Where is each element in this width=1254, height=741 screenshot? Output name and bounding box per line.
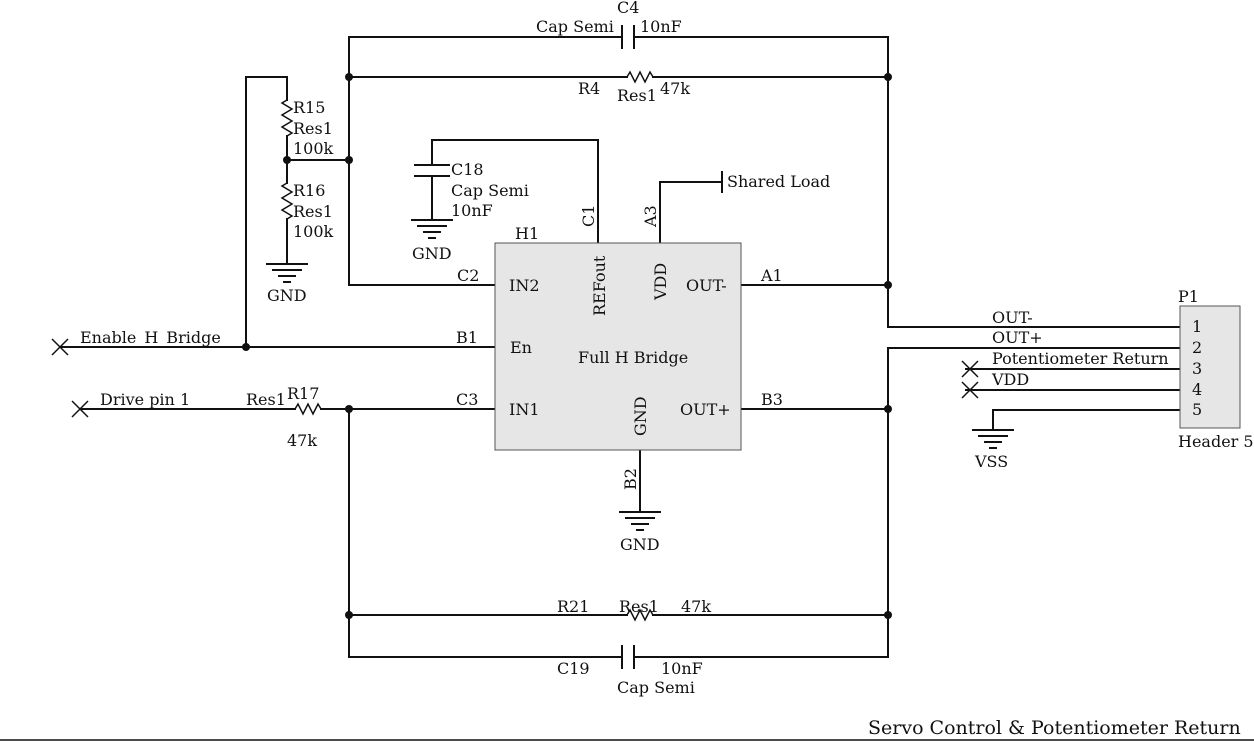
r21-value: 47k xyxy=(681,597,711,616)
c19-value: 10nF xyxy=(661,659,703,678)
h1-designator: H1 xyxy=(515,224,539,243)
r16-type: Res1 xyxy=(293,202,333,221)
sheet-title: Servo Control & Potentiometer Return xyxy=(868,717,1241,739)
r17-value: 47k xyxy=(287,431,317,450)
pin-refout: REFout xyxy=(590,255,609,316)
pin-en: En xyxy=(510,338,532,357)
pin-number-c3: C3 xyxy=(456,390,478,409)
c19-type: Cap Semi xyxy=(617,678,695,697)
h1-name: Full H Bridge xyxy=(578,348,688,367)
header-pin-1: 1 xyxy=(1192,317,1202,336)
gnd-label-divider: GND xyxy=(267,286,307,305)
no-connect-vdd xyxy=(961,381,979,399)
pin-number-b1: B1 xyxy=(456,328,478,347)
no-connect-enable xyxy=(51,338,69,356)
h-bridge-body xyxy=(494,242,742,451)
r21-resistor xyxy=(626,608,654,622)
net-label-pot-return: Potentiometer Return xyxy=(992,349,1169,368)
c18-designator: C18 xyxy=(451,160,484,179)
pin-number-c1: C1 xyxy=(579,205,598,227)
gnd-symbol-c18 xyxy=(411,219,453,239)
c4-value: 10nF xyxy=(640,17,682,36)
header-pin-2: 2 xyxy=(1192,338,1202,357)
c18-value: 10nF xyxy=(451,201,493,220)
header-designator: P1 xyxy=(1178,287,1199,306)
wires xyxy=(59,36,1181,658)
port-drive-label: Drive pin 1 xyxy=(100,390,190,409)
r16-resistor xyxy=(280,182,294,220)
r15-resistor xyxy=(280,99,294,137)
pin-gnd: GND xyxy=(631,396,650,436)
pin-number-b3: B3 xyxy=(761,390,783,409)
r17-type: Res1 xyxy=(246,390,286,409)
pin-number-a1: A1 xyxy=(760,266,783,285)
r15-type: Res1 xyxy=(293,119,333,138)
r15-value: 100k xyxy=(293,139,334,158)
header-name: Header 5 xyxy=(1178,432,1254,451)
c19-designator: C19 xyxy=(557,659,590,678)
gnd-symbol-divider xyxy=(266,263,308,283)
pin-in1: IN1 xyxy=(509,400,540,419)
pin-out-plus: OUT+ xyxy=(680,400,731,419)
r4-resistor xyxy=(626,70,654,84)
pin-number-b2: B2 xyxy=(621,468,640,490)
r21-type: Res1 xyxy=(619,597,659,616)
gnd-symbol-chip xyxy=(619,511,661,531)
c4-type: Cap Semi xyxy=(536,17,614,36)
r17-resistor xyxy=(294,402,322,416)
header-pin-3: 3 xyxy=(1192,359,1202,378)
r16-value: 100k xyxy=(293,222,334,241)
shared-load-label: Shared Load xyxy=(727,172,830,191)
r17-designator: R17 xyxy=(287,384,319,403)
header-pin-5: 5 xyxy=(1192,400,1202,419)
r4-designator: R4 xyxy=(578,79,600,98)
c18-capacitor xyxy=(414,164,450,177)
no-connect-drive xyxy=(71,400,89,418)
net-label-out-plus: OUT+ xyxy=(992,328,1043,347)
vss-label: VSS xyxy=(974,452,1008,471)
r4-value: 47k xyxy=(660,79,690,98)
c4-capacitor xyxy=(621,25,635,49)
c19-capacitor xyxy=(621,645,635,669)
pin-out-minus: OUT- xyxy=(686,276,727,295)
header-pin-4: 4 xyxy=(1192,380,1202,399)
r21-designator: R21 xyxy=(557,597,589,616)
pin-in2: IN2 xyxy=(509,276,540,295)
gnd-label-c18: GND xyxy=(412,244,452,263)
net-label-out-minus: OUT- xyxy=(992,308,1033,327)
net-label-vdd: VDD xyxy=(991,370,1029,389)
c18-type: Cap Semi xyxy=(451,181,529,200)
pin-vdd: VDD xyxy=(651,263,670,301)
c4-designator: C4 xyxy=(617,0,639,17)
r16-designator: R16 xyxy=(293,181,325,200)
vss-symbol xyxy=(972,429,1014,449)
port-enable-label: Enable_H_Bridge xyxy=(80,328,221,347)
r15-designator: R15 xyxy=(293,98,325,117)
header-body xyxy=(1179,305,1241,429)
symbols xyxy=(51,25,1241,669)
r4-type: Res1 xyxy=(617,86,657,105)
pin-number-c2: C2 xyxy=(457,266,479,285)
junctions xyxy=(242,73,892,619)
gnd-label-chip: GND xyxy=(620,535,660,554)
no-connect-pot xyxy=(961,360,979,378)
pin-number-a3: A3 xyxy=(641,205,660,228)
